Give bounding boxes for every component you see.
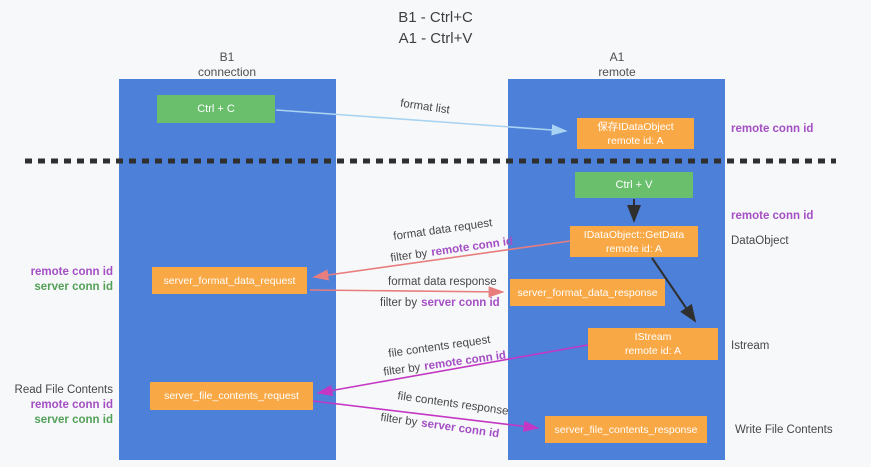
server-file-contents-response-label: server_file_contents_response xyxy=(554,423,698,436)
ctrl-v-box: Ctrl + V xyxy=(575,172,693,198)
file-contents-response-label: file contents response xyxy=(396,390,510,418)
server-format-data-request-label: server_format_data_request xyxy=(163,274,296,287)
right-remote-conn-id-mid-label: remote conn id xyxy=(731,210,814,222)
server-format-data-request-box: server_format_data_request xyxy=(152,267,307,294)
format-list-label: format list xyxy=(399,97,451,117)
lifeline-header-b1: B1 connection xyxy=(167,50,287,80)
filter-by-text: filter by xyxy=(380,297,418,309)
diagram-title: B1 - Ctrl+C A1 - Ctrl+V xyxy=(0,7,871,49)
server-file-contents-request-label: server_file_contents_request xyxy=(164,390,299,402)
left-server-conn-id-2-label: server conn id xyxy=(34,414,113,426)
istream-side-label: Istream xyxy=(731,340,770,352)
ctrl-c-label: Ctrl + C xyxy=(197,103,235,115)
ctrl-c-box: Ctrl + C xyxy=(157,95,275,123)
save-idataobject-line2: remote id: A xyxy=(607,134,664,147)
istream-line1: IStream xyxy=(634,331,672,343)
server-conn-id-text: server conn id xyxy=(420,417,500,441)
istream-box: IStream remote id: A xyxy=(588,328,718,360)
filter-by-text: filter by xyxy=(389,247,429,265)
ctrl-v-label: Ctrl + V xyxy=(615,179,653,191)
save-idataobject-line1: 保存IDataObject xyxy=(597,120,674,133)
getdata-line1: IDataObject::GetData xyxy=(583,228,685,241)
title-line-2: A1 - Ctrl+V xyxy=(398,30,473,47)
server-file-contents-response-box: server_file_contents_response xyxy=(545,416,707,443)
server-format-data-response-box: server_format_data_response xyxy=(510,279,665,306)
remote-conn-id-text: remote conn id xyxy=(430,235,514,259)
filter-by-text: filter by xyxy=(379,411,419,429)
getdata-line2: remote id: A xyxy=(605,242,663,255)
format-data-request-label: format data request xyxy=(392,217,494,243)
server-format-data-response-label: server_format_data_response xyxy=(517,286,658,299)
lifeline-a1-name: A1 xyxy=(609,50,625,64)
format-data-response-label: format data response xyxy=(388,276,497,288)
format-data-response-arrow xyxy=(309,286,505,298)
left-remote-conn-id-2-label: remote conn id xyxy=(30,399,113,411)
lifeline-b1-name: B1 xyxy=(219,50,235,64)
right-remote-conn-id-top-label: remote conn id xyxy=(731,123,814,135)
title-line-1: B1 - Ctrl+C xyxy=(398,9,473,26)
filter-by-text: filter by xyxy=(382,361,422,379)
server-file-contents-request-box: server_file_contents_request xyxy=(150,382,313,410)
write-file-contents-label: Write File Contents xyxy=(735,424,833,436)
lifeline-b1-role: connection xyxy=(197,65,257,79)
read-file-contents-label: Read File Contents xyxy=(14,384,113,396)
dataobject-label: DataObject xyxy=(731,235,789,247)
left-server-conn-id-1-label: server conn id xyxy=(34,281,113,293)
lifeline-a1-role: remote xyxy=(598,65,636,79)
lifeline-header-a1: A1 remote xyxy=(557,50,677,80)
server-conn-id-text: server conn id xyxy=(421,297,500,309)
left-remote-conn-id-1-label: remote conn id xyxy=(30,266,113,278)
save-idataobject-box: 保存IDataObject remote id: A xyxy=(577,118,694,149)
idataobject-getdata-box: IDataObject::GetData remote id: A xyxy=(570,226,698,257)
istream-line2: remote id: A xyxy=(624,345,682,357)
